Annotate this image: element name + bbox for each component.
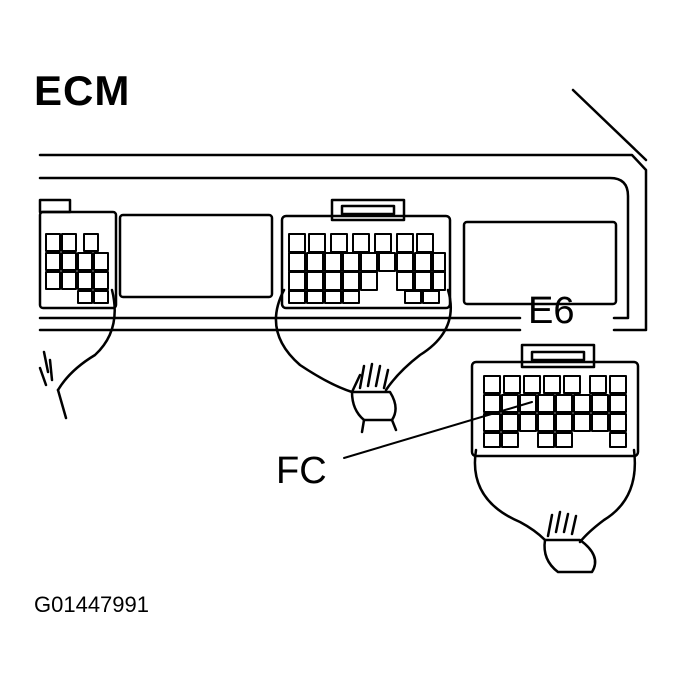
ecm-slot-right [462, 220, 618, 306]
e6-connector [470, 343, 640, 574]
fc-terminal-label: FC [276, 450, 327, 492]
ecm-housing [38, 88, 648, 332]
ecm-slot-left [118, 213, 274, 299]
ecm-title: ECM [34, 67, 131, 114]
wire-harness-left [38, 288, 116, 420]
fc-leader-line [343, 401, 533, 459]
figure-id: G01447991 [34, 592, 149, 617]
ecm-connector-middle [280, 198, 452, 310]
wire-harness-middle [274, 288, 452, 434]
ecm-connector-left [38, 198, 118, 310]
e6-connector-label: E6 [528, 290, 575, 332]
